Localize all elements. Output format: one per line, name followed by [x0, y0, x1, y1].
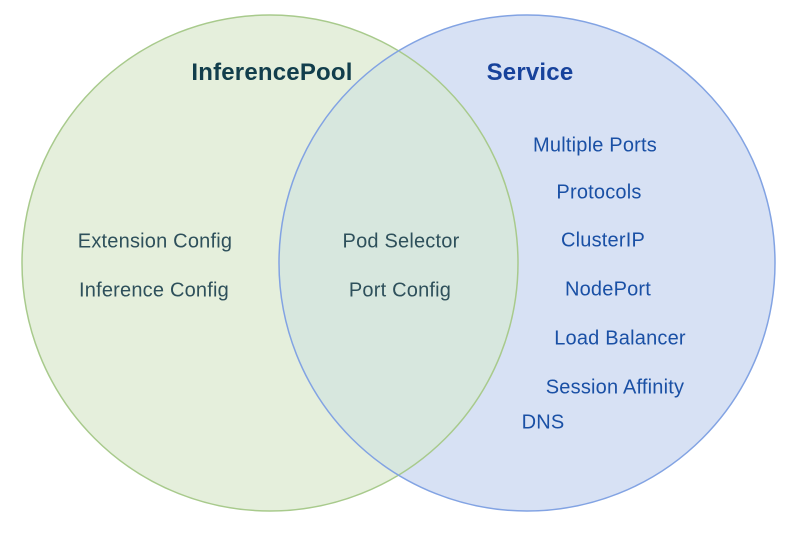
- inferencepool-circle-outline: [21, 14, 519, 512]
- inferencepool-title: InferencePool: [191, 59, 353, 86]
- service-title: Service: [486, 59, 574, 86]
- right-item-load-balancer: Load Balancer: [554, 327, 686, 350]
- right-item-clusterip: ClusterIP: [560, 229, 646, 252]
- overlap-item-port-config: Port Config: [348, 279, 452, 302]
- right-item-nodeport: NodePort: [564, 278, 652, 301]
- right-item-dns: DNS: [521, 411, 565, 434]
- service-circle-outline: [278, 14, 776, 512]
- right-item-protocols: Protocols: [556, 181, 642, 204]
- overlap-item-pod-selector: Pod Selector: [342, 230, 460, 253]
- right-item-multiple-ports: Multiple Ports: [533, 134, 657, 157]
- left-item-extension-config: Extension Config: [77, 230, 233, 253]
- overlap-region: [279, 15, 518, 511]
- right-item-session-affinity: Session Affinity: [545, 376, 685, 399]
- left-item-inference-config: Inference Config: [79, 279, 229, 302]
